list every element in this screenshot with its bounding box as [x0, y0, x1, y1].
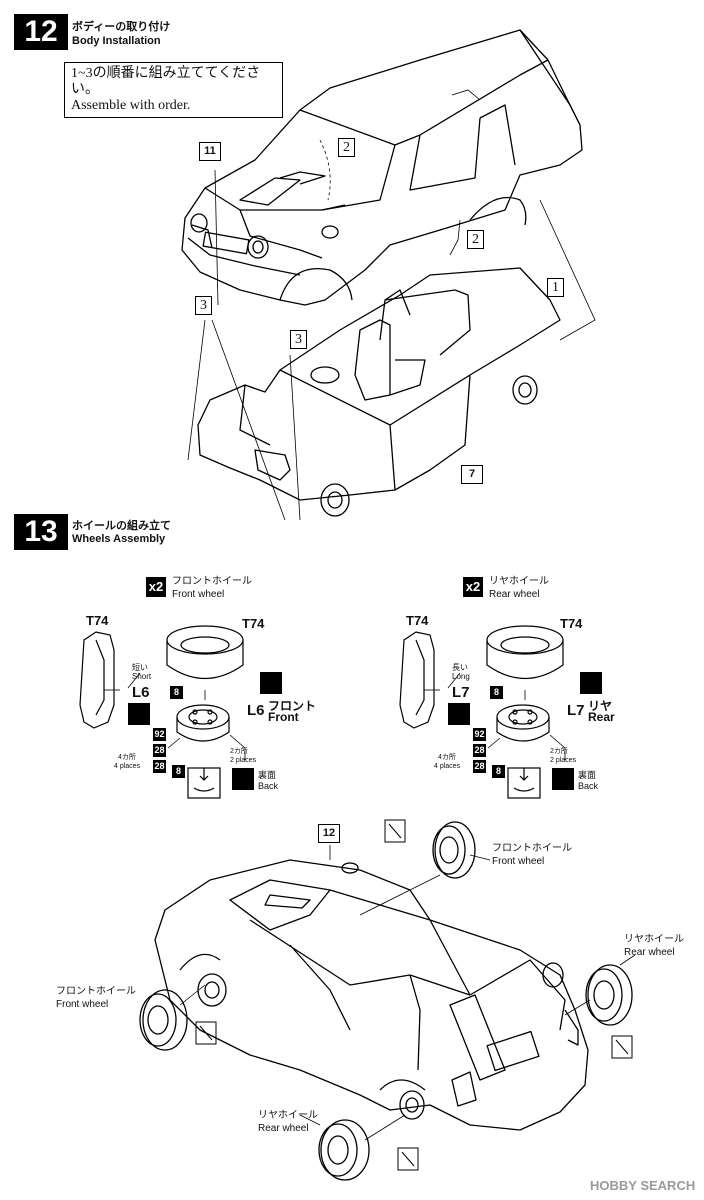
rear-multiplier-badge: x2 — [463, 577, 483, 597]
callout-front-wheel-left-jp: フロントホイール — [56, 986, 136, 997]
front-part-8-bottom: 8 — [172, 765, 185, 778]
car-body-drawing — [181, 29, 596, 521]
step-12-title-en: Body Installation — [72, 35, 161, 47]
front-four-places-en: 4 places — [114, 763, 141, 770]
rear-two-places-jp: 2カ所 — [550, 748, 568, 755]
front-part-28a: 28 — [153, 744, 166, 757]
callout-rear-wheel-right-en: Rear wheel — [624, 947, 675, 958]
step-13-title-en: Wheels Assembly — [72, 533, 166, 545]
front-length-jp: 短い — [132, 663, 148, 672]
rear-two-places-en: 2 places — [550, 757, 577, 764]
part-7-label: 7 — [461, 465, 483, 484]
front-wheel-label-en: Front wheel — [172, 589, 225, 600]
assembly-order-note: 1~3の順番に組み立ててください。 Assemble with order. — [64, 62, 283, 118]
sequence-1: 1 — [547, 278, 564, 297]
rear-length-jp: 長い — [452, 663, 468, 672]
front-back-en: Back — [258, 781, 279, 791]
front-shaft-right: L6 — [247, 702, 265, 719]
note-jp: 1~3の順番に組み立ててください。 — [71, 66, 261, 97]
rear-wheel-label-en: Rear wheel — [489, 589, 540, 600]
rear-paint-icon-right — [580, 672, 602, 694]
rear-shaft-right: L7 — [567, 702, 585, 719]
rear-paint-icon-left — [448, 703, 470, 725]
callout-front-wheel-right-jp: フロントホイール — [492, 843, 572, 854]
rear-back-icon — [552, 768, 574, 790]
front-four-places-jp: 4カ所 — [118, 754, 136, 761]
callout-rear-wheel-bottom-en: Rear wheel — [258, 1123, 309, 1134]
front-back-jp: 裏面 — [258, 770, 277, 780]
rear-side-en: Rear — [588, 710, 615, 724]
front-paint-icon-left — [128, 703, 150, 725]
sequence-2-side: 2 — [467, 230, 484, 249]
front-wheel-label-jp: フロントホイール — [172, 576, 252, 587]
front-paint-icon-right — [260, 672, 282, 694]
note-en: Assemble with order. — [71, 98, 191, 113]
callout-rear-wheel-bottom-jp: リヤホイール — [258, 1110, 318, 1121]
rear-tire-label-left: T74 — [406, 613, 429, 628]
rear-length-en: Long — [452, 672, 470, 681]
sequence-3-center: 3 — [290, 330, 307, 349]
callout-rear-wheel-right-jp: リヤホイール — [624, 934, 684, 945]
rear-side-jp: リヤ — [588, 699, 613, 713]
rear-part-28a: 28 — [473, 744, 486, 757]
front-two-places-en: 2 places — [230, 757, 257, 764]
front-part-92: 92 — [153, 728, 166, 741]
front-back-icon — [232, 768, 254, 790]
step-13-number: 13 — [14, 514, 68, 550]
rear-four-places-en: 4 places — [434, 763, 461, 770]
front-side-jp: フロント — [268, 699, 317, 713]
sequence-3-front: 3 — [195, 296, 212, 315]
step-13-title-jp: ホイールの組み立て — [72, 520, 171, 532]
part-12-label: 12 — [318, 824, 340, 843]
sequence-2-roof: 2 — [338, 138, 355, 157]
step-12-number: 12 — [14, 14, 68, 50]
rear-wheel-label-jp: リヤホイール — [489, 576, 549, 587]
rear-back-jp: 裏面 — [578, 770, 597, 780]
rear-part-8-bottom: 8 — [492, 765, 505, 778]
front-tire-label-right: T74 — [242, 616, 265, 631]
front-multiplier-badge: x2 — [146, 577, 166, 597]
part-11-label: 11 — [199, 142, 221, 161]
front-shaft-left: L6 — [132, 684, 150, 701]
front-two-places-jp: 2カ所 — [230, 748, 248, 755]
callout-front-wheel-left-en: Front wheel — [56, 999, 109, 1010]
front-length-en: Short — [132, 672, 152, 681]
front-tire-label-left: T74 — [86, 613, 109, 628]
rear-part-92: 92 — [473, 728, 486, 741]
watermark: HOBBY SEARCH — [590, 1178, 696, 1193]
front-side-en: Front — [268, 710, 299, 724]
front-part-8-top: 8 — [170, 686, 183, 699]
rear-four-places-jp: 4カ所 — [438, 754, 456, 761]
callout-front-wheel-right-en: Front wheel — [492, 856, 545, 867]
step-12-title-jp: ボディーの取り付け — [72, 21, 171, 33]
rear-back-en: Back — [578, 781, 599, 791]
rear-tire-label-right: T74 — [560, 616, 583, 631]
rear-shaft-left: L7 — [452, 684, 470, 701]
front-part-28b: 28 — [153, 760, 166, 773]
rear-part-8-top: 8 — [490, 686, 503, 699]
rear-part-28b: 28 — [473, 760, 486, 773]
